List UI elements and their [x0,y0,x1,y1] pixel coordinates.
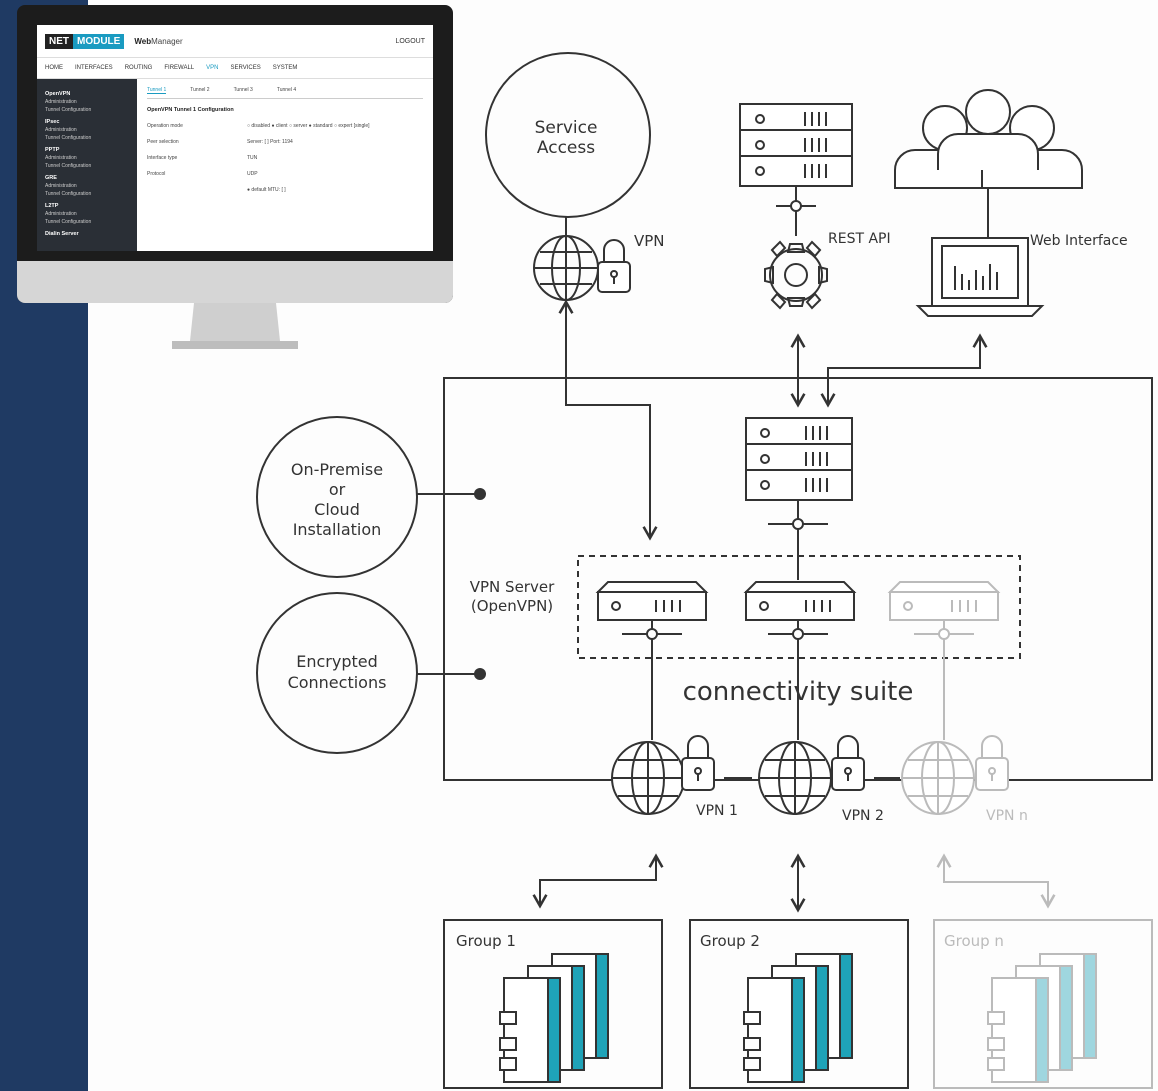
sidebar-item[interactable]: Administration [45,127,77,133]
monitor-chin [17,261,453,303]
group1-box [443,919,663,1089]
nav-routing[interactable]: ROUTING [124,65,153,71]
group1-label: Group 1 [456,932,516,950]
field-label: Interface type [147,155,178,161]
field-label: Protocol [147,171,166,177]
sidebar-item[interactable]: L2TP [45,203,59,209]
sidebar-item[interactable]: Administration [45,211,77,217]
vpn-server-label-2: (OpenVPN) [471,597,553,615]
connectivity-suite-label: connectivity suite [683,677,914,707]
globe-icon-vpn2 [758,741,832,815]
field-label: Peer selection [147,139,179,145]
lock-icon-vpn2 [831,735,865,791]
nav-firewall[interactable]: FIREWALL [164,65,195,71]
nav-vpn[interactable]: VPN [206,65,219,71]
lock-icon [597,239,631,293]
sidebar-item[interactable]: Administration [45,155,77,161]
server-icon [739,103,853,236]
users-icon [894,89,1083,238]
nav-home[interactable]: HOME [45,65,63,71]
tunnel-tabs: Tunnel 1 Tunnel 2 Tunnel 3 Tunnel 4 [147,87,423,99]
tab-tunnel-3[interactable]: Tunnel 3 [233,87,253,93]
gear-icon [764,240,828,310]
app-title: WebManager [134,36,183,46]
vpn1-label: VPN 1 [696,803,738,819]
on-premise-label-3: Cloud [314,500,360,519]
field-label: Operation mode [147,123,183,129]
laptop-icon [915,237,1045,317]
encrypted-label-1: Encrypted [296,652,378,671]
tab-tunnel-4[interactable]: Tunnel 4 [276,87,297,93]
service-access-label-2: Access [537,138,595,158]
tab-tunnel-2[interactable]: Tunnel 2 [190,87,210,93]
monitor-stand [172,303,298,349]
router-devices-2 [743,953,853,1083]
option-text[interactable]: Server: [ ] Port: 1194 [247,139,293,145]
groupn-box [933,919,1153,1089]
vpn-server-2 [743,581,857,740]
on-premise-label-2: or [329,480,346,499]
rest-api-label: REST API [828,231,891,247]
lock-icon-vpnn [975,735,1009,791]
sidebar-item[interactable]: Tunnel Configuration [45,135,92,141]
sidebar-item[interactable]: GRE [45,175,57,181]
webmanager-main: Tunnel 1 Tunnel 2 Tunnel 3 Tunnel 4 Open… [137,79,433,251]
service-access-label-1: Service [535,118,598,138]
webmanager-sidebar: OpenVPN Administration Tunnel Configurat… [37,79,137,251]
web-interface-label: Web Interface [1030,233,1128,249]
main-nav: HOME INTERFACES ROUTING FIREWALL VPN SER… [37,58,433,79]
sidebar-item[interactable]: IPsec [45,119,60,125]
globe-icon-vpnn [901,741,975,815]
router-devices-n [987,953,1097,1083]
sidebar-item[interactable]: OpenVPN [45,91,71,97]
group2-label: Group 2 [700,932,760,950]
on-premise-circle [256,416,418,578]
vpn-server-n [887,581,1001,740]
sidebar-item[interactable]: PPTP [45,147,60,153]
sidebar-item[interactable]: Administration [45,183,77,189]
nav-interfaces[interactable]: INTERFACES [75,65,113,71]
sidebar-item[interactable]: Tunnel Configuration [45,107,92,113]
service-access-circle [485,52,651,218]
logout-link[interactable]: LOGOUT [395,37,425,45]
groupn-label: Group n [944,932,1004,950]
globe-icon [533,235,599,301]
vpn-top-label: VPN [634,232,665,250]
sidebar-item[interactable]: Tunnel Configuration [45,163,92,169]
on-premise-label-1: On-Premise [291,460,383,479]
nav-system[interactable]: SYSTEM [272,65,298,71]
option-text[interactable]: TUN [247,155,258,161]
option-text[interactable]: UDP [247,171,258,177]
lock-icon-vpn1 [681,735,715,791]
nav-services[interactable]: SERVICES [230,65,261,71]
globe-icon-vpn1 [611,741,685,815]
vpn2-label: VPN 2 [842,808,884,824]
option-text[interactable]: ○ disabled ● client ○ server ● standard … [247,123,370,129]
router-devices-1 [499,953,609,1083]
group2-box [689,919,909,1089]
config-heading: OpenVPN Tunnel 1 Configuration [147,107,234,113]
vpn-server-label-1: VPN Server [470,578,555,596]
sidebar-item[interactable]: Tunnel Configuration [45,219,92,225]
option-text[interactable]: ● default MTU: [ ] [247,187,286,193]
vpnn-label: VPN n [986,808,1028,824]
on-premise-label-4: Installation [293,520,382,539]
sidebar-item[interactable]: Dialin Server [45,231,79,237]
tab-tunnel-1[interactable]: Tunnel 1 [147,87,167,94]
encrypted-label-2: Connections [288,673,387,692]
sidebar-item[interactable]: Administration [45,99,77,105]
sidebar-item[interactable]: Tunnel Configuration [45,191,92,197]
central-server-icon [745,417,853,580]
vpn-server-1 [595,581,709,740]
